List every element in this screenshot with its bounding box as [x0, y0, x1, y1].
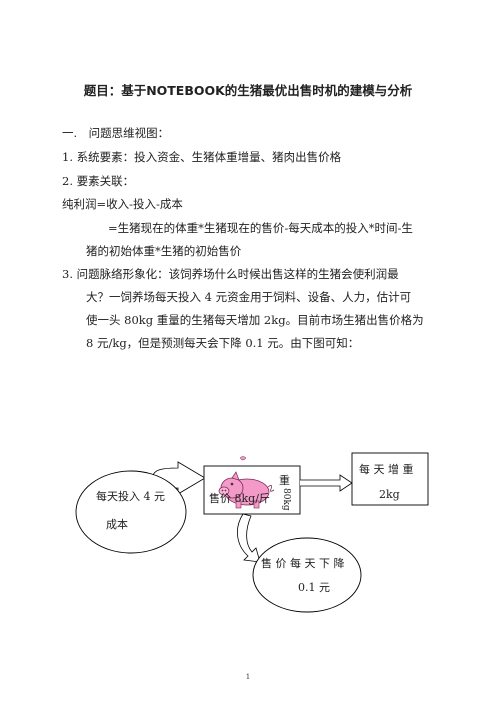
formula-expansion: =生猪现在的体重*生猪现在的售价-每天成本的投入*时间-生 [108, 221, 413, 235]
price-drop-value: 0.1 元 [298, 581, 330, 594]
problem-context-line2: 大？一饲养场每天投入 4 元资金用于饲料、设备、人力，估计可 [86, 290, 412, 304]
daily-cost-ellipse [75, 470, 187, 554]
system-elements: 1. 系统要素：投入资金、生猪体重增量、猪肉出售价格 [62, 150, 342, 164]
pig-icon [218, 456, 275, 509]
price-drop-text: 售 价 每 天 下 降 [261, 556, 344, 570]
price-label: 售价 8kg/斤 [209, 491, 270, 505]
element-relations-heading: 2. 要素关联： [62, 174, 135, 188]
problem-context-line4: 8 元/kg，但是预测每天会下降 0.1 元。由下图可知： [86, 336, 360, 350]
weight-label: 重 [279, 473, 290, 487]
page-number: 1 [245, 673, 251, 681]
section-heading: 一. 问题思维视图： [62, 126, 170, 140]
page-title: 题目：基于NOTEBOOK的生猪最优出售时机的建模与分析 [83, 83, 413, 98]
price-drop-ellipse [252, 537, 362, 613]
daily-gain-value: 2kg [379, 488, 400, 501]
weight-value: 80kg [281, 488, 291, 511]
curved-arrow-down [237, 513, 261, 563]
daily-cost-label: 成本 [106, 517, 128, 531]
problem-context-line3: 使一头 80kg 重量的生猪每天增加 2kg。目前市场生猪出售价格为 [86, 313, 424, 327]
profit-formula: 纯利润=收入-投入-成本 [62, 197, 183, 211]
daily-cost-text: 每天投入 4 元 [96, 489, 165, 503]
problem-context: 3. 问题脉络形象化：该饲养场什么时候出售这样的生猪会使利润最 [62, 267, 399, 281]
arrow-right [300, 474, 353, 492]
daily-gain-box [351, 452, 429, 506]
daily-gain-text: 每 天 增 重 [359, 462, 414, 476]
formula-expansion-cont: 猪的初始体重*生猪的初始售价 [86, 244, 242, 258]
